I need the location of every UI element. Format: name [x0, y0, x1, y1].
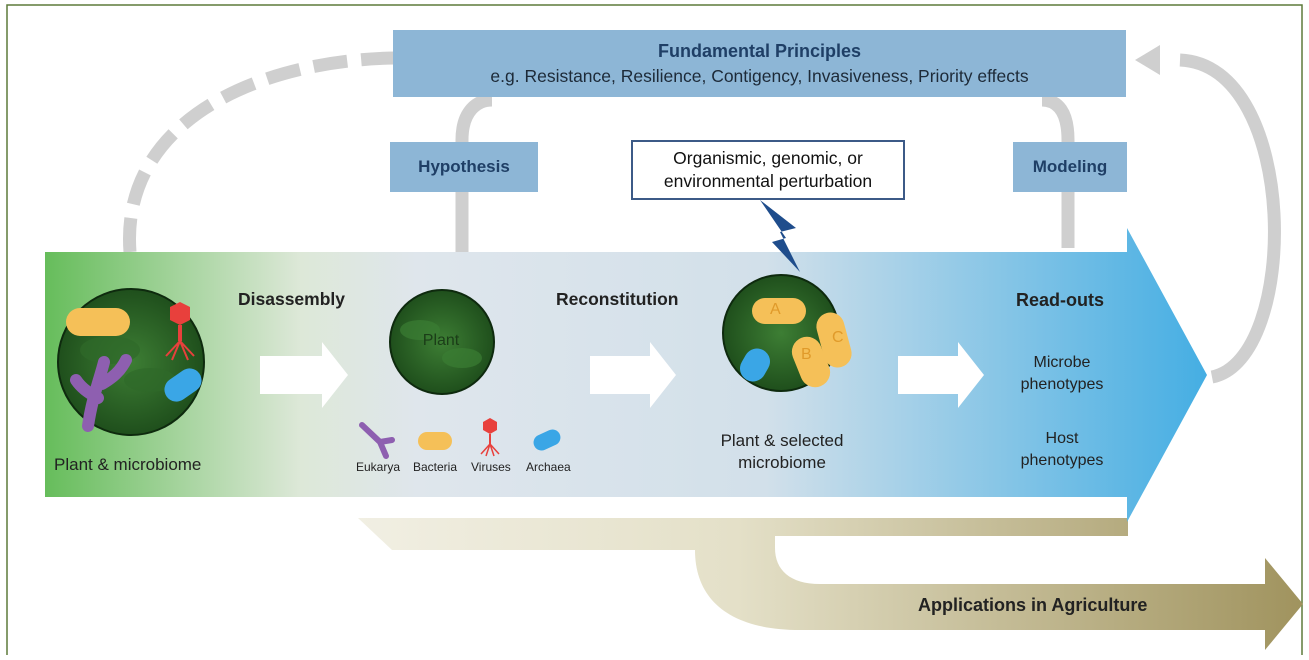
bacteria-legend-icon — [418, 432, 452, 450]
microbe-phenotypes-label: Microbe phenotypes — [1002, 352, 1122, 395]
perturbation-line1: Organismic, genomic, or — [673, 148, 863, 169]
applications-label: Applications in Agriculture — [918, 595, 1148, 615]
selected-microbiome-circle — [722, 274, 852, 392]
applications-arrow — [358, 518, 1303, 650]
virus-legend-icon — [480, 418, 500, 457]
selected-line2: microbiome — [738, 453, 826, 473]
process-arrow — [590, 342, 676, 408]
bacteria-icon — [66, 308, 130, 336]
archaea-legend-icon — [533, 429, 561, 451]
virus-icon — [165, 302, 195, 361]
modeling-connector — [1041, 93, 1075, 248]
readout-feedback-arrow — [1179, 53, 1281, 384]
plant-circle — [389, 289, 495, 395]
legend-eukarya: Eukarya — [356, 460, 401, 474]
reconstitution-label: Reconstitution — [556, 289, 679, 309]
disassembly-label: Disassembly — [238, 289, 346, 309]
selected-line1: Plant & selected — [720, 431, 844, 450]
principles-title: Fundamental Principles — [657, 40, 862, 61]
microbe-letter-c: C — [832, 329, 844, 346]
eukarya-icon — [70, 354, 132, 432]
host-line2: phenotypes — [1020, 451, 1104, 469]
lightning-bolt-icon — [760, 200, 800, 272]
plant-microbiome-label: Plant & microbiome — [54, 455, 202, 474]
legend-viruses: Viruses — [471, 460, 511, 474]
modeling-box: Modeling — [1013, 142, 1127, 192]
eukarya-legend-icon — [359, 422, 395, 459]
microbe-line2: phenotypes — [1020, 375, 1104, 393]
selected-microbiome-label: Plant & selected microbiome — [720, 430, 844, 474]
plant-label: Plant — [422, 332, 460, 349]
principles-subtitle: e.g. Resistance, Resilience, Contigency,… — [490, 65, 1029, 86]
host-line1: Host — [1045, 430, 1079, 447]
microbe-line1: Microbe — [1033, 354, 1091, 371]
legend-bacteria: Bacteria — [413, 460, 458, 474]
feedback-arrowhead — [1135, 45, 1160, 75]
archaea-icon — [164, 368, 202, 402]
process-arrow — [898, 342, 984, 408]
hypothesis-connector — [455, 93, 493, 252]
process-arrow — [260, 342, 348, 408]
perturbation-box: Organismic, genomic, or environmental pe… — [631, 140, 905, 200]
fundamental-principles-box: Fundamental Principles e.g. Resistance, … — [393, 30, 1126, 97]
dashed-feedback-arrow — [123, 51, 396, 253]
microbe-letter-b: B — [801, 346, 812, 363]
legend-archaea: Archaea — [526, 460, 571, 474]
microbe-letter-a: A — [770, 301, 781, 318]
hypothesis-box: Hypothesis — [390, 142, 538, 192]
perturbation-line2: environmental perturbation — [663, 171, 873, 191]
readouts-label: Read-outs — [1016, 290, 1105, 310]
host-phenotypes-label: Host phenotypes — [1002, 428, 1122, 471]
plant-microbiome-circle — [57, 288, 205, 436]
